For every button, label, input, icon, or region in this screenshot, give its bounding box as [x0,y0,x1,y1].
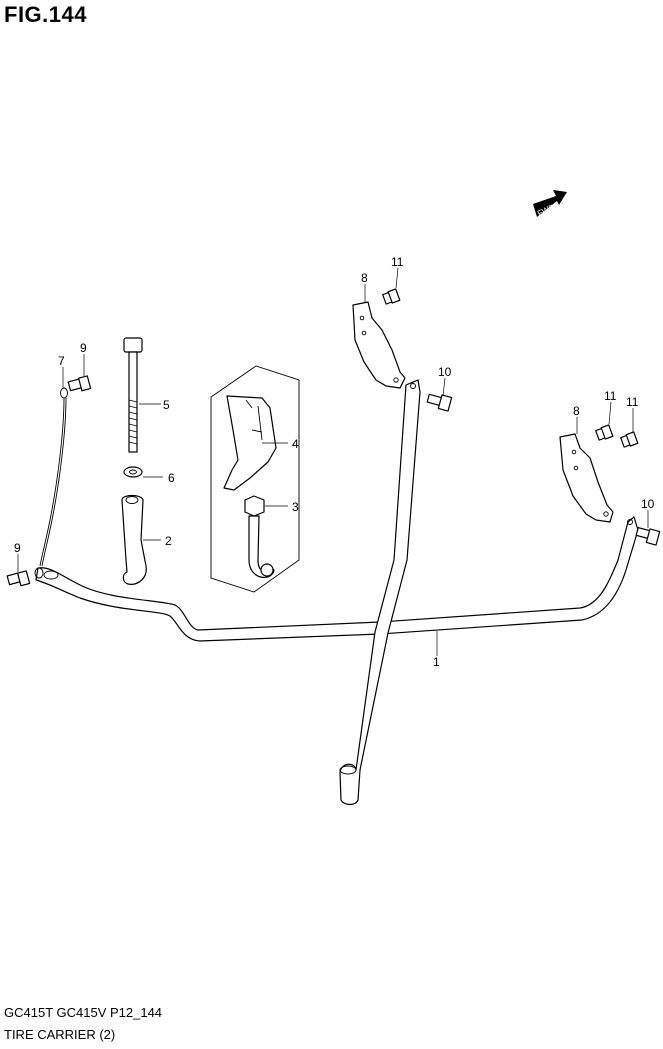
model-code: GC415T GC415V P12_144 [4,1005,163,1020]
long-bolt-5 [123,337,143,453]
callout-10-b: 10 [641,497,655,511]
bolt-10-b [635,526,661,546]
washer-6 [123,466,143,478]
bolt-9-b [6,570,31,587]
callout-11-a: 11 [391,255,404,269]
clamp-4 [223,395,277,491]
callout-5: 5 [163,398,170,412]
inset-box [210,365,300,593]
callout-8-a: 8 [361,271,368,285]
bracket-right [559,433,614,523]
callout-11-b: 11 [604,389,617,403]
tire-carrier-frame [35,379,639,806]
figure-title: FIG.144 [4,2,87,27]
hook-2 [121,494,147,585]
callout-10-a: 10 [438,365,452,379]
hook-nut-3 [244,495,275,578]
callout-2: 2 [165,534,172,548]
cable-7 [34,387,68,579]
bolt-11-b [595,424,614,441]
callout-3: 3 [292,500,299,514]
bolt-10-a [426,393,453,412]
callout-4: 4 [292,437,299,451]
callout-9-a: 9 [80,341,87,355]
leader-lines [17,267,649,656]
fwd-arrow-icon: FWD [533,190,567,218]
bracket-left [352,301,406,389]
bolt-11-c [620,431,639,448]
bolt-11-a [382,288,401,305]
callout-8-b: 8 [573,404,580,418]
callout-7: 7 [58,354,65,368]
callout-9-b: 9 [14,541,21,555]
figure-caption: TIRE CARRIER (2) [4,1027,116,1042]
callout-11-c: 11 [626,395,639,409]
callout-6: 6 [168,471,175,485]
callout-1: 1 [433,655,440,669]
callout-numbers: 1 2 3 4 5 6 7 8 8 9 9 10 10 11 11 11 [14,255,655,669]
bolt-9-a [67,375,92,392]
